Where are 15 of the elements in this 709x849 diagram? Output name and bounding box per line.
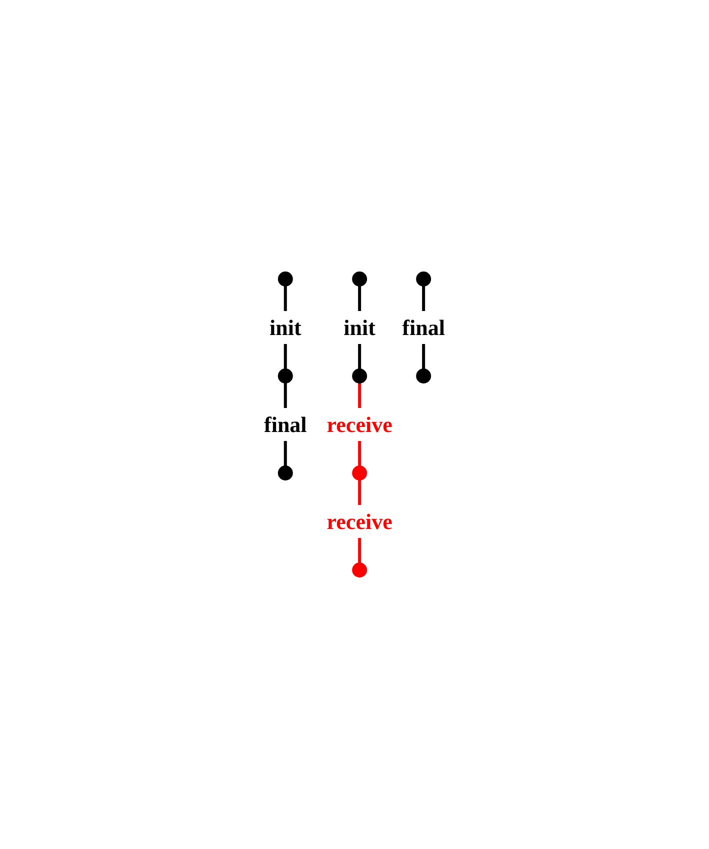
node-circle [416,368,432,384]
node-circle [416,272,432,286]
edge-label: init [344,315,376,340]
node-circle [278,466,293,480]
edge-label: receive [326,509,392,534]
edge-label: receive [326,412,392,437]
edge-label: final [264,412,307,437]
node-circle [278,368,293,384]
node-circle [278,272,293,286]
edge-label: init [270,315,302,340]
node-circle [352,562,368,578]
node-circle [352,272,368,286]
edge-label: final [402,315,445,340]
node-circle [352,368,368,384]
node-circle [352,466,368,480]
